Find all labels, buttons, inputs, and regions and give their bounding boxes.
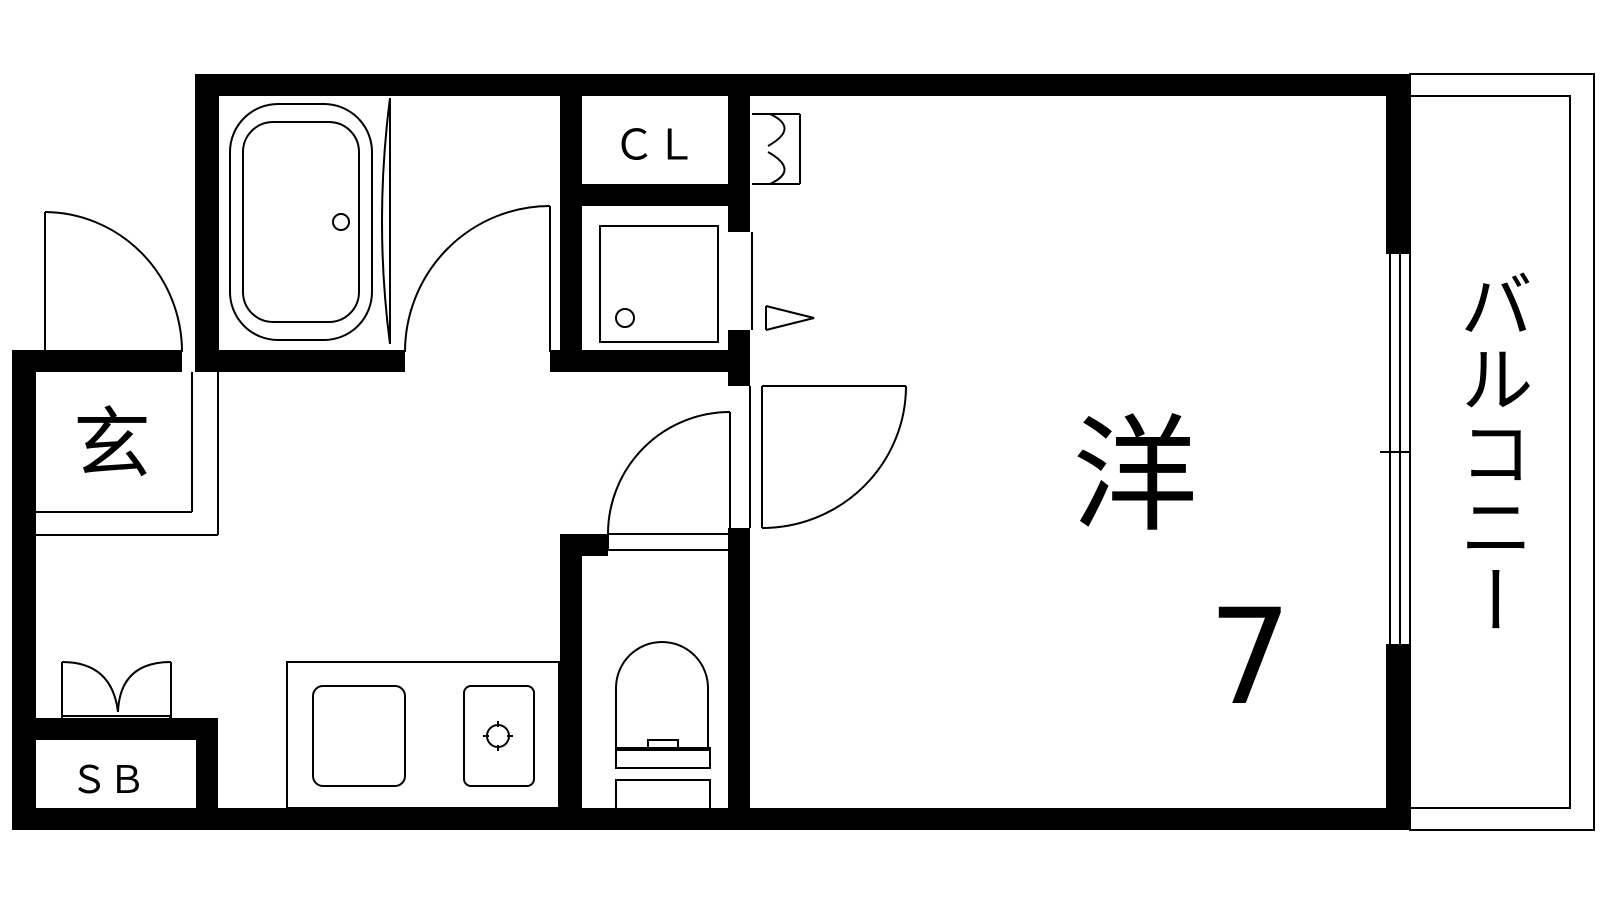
walls: [12, 74, 1410, 830]
closet-label: ＣＬ: [613, 121, 697, 170]
shelf-door[interactable]: [751, 232, 815, 331]
room-labels: 玄 ＣＬ ＳＢ 洋 7 バルコニー: [70, 121, 1533, 803]
kitchen-counter: [286, 661, 560, 809]
room-size-label: 7: [1208, 581, 1292, 735]
entrance-label: 玄: [73, 400, 151, 490]
room-door[interactable]: [749, 385, 907, 529]
western-room-label: 洋: [1072, 403, 1198, 550]
shoe-box-label: ＳＢ: [70, 758, 146, 802]
toilet-door[interactable]: [607, 411, 733, 551]
toilet-fixture: [615, 641, 711, 811]
bathtub: [229, 97, 391, 345]
sliding-window[interactable]: [1380, 254, 1410, 644]
closet-door[interactable]: [752, 113, 801, 185]
bathroom-door[interactable]: [404, 205, 551, 353]
fixture-lines: [36, 73, 1595, 831]
entrance-threshold: [36, 372, 219, 536]
washer-pan: [599, 225, 719, 343]
entrance-door[interactable]: [44, 211, 183, 353]
balcony-label: バルコニー: [1447, 267, 1533, 637]
